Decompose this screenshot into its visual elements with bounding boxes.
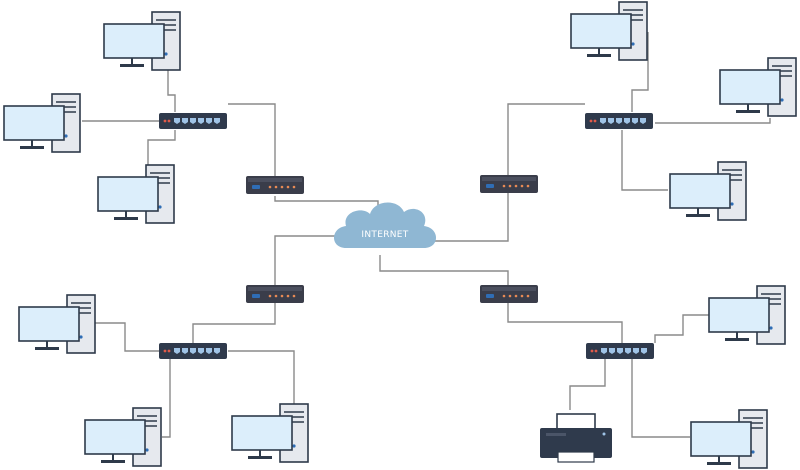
computer-tr-3[interactable]	[669, 161, 747, 221]
wire-router-br-switch-br	[507, 303, 623, 343]
wire-pc-tr2-switch-tr	[655, 118, 771, 124]
computer-bl-1[interactable]	[18, 294, 96, 354]
wires	[82, 32, 771, 438]
router-top-right[interactable]	[480, 175, 538, 193]
wire-router-bl-switch-bl	[192, 303, 276, 343]
wire-router-tl-cloud	[274, 196, 379, 212]
switch-bottom-left[interactable]	[159, 343, 227, 359]
router-bottom-left[interactable]	[246, 285, 304, 303]
switch-top-right[interactable]	[585, 113, 653, 129]
computer-br-2[interactable]	[690, 409, 768, 469]
wire-cloud-router-bl	[274, 235, 336, 285]
wire-pc-bl1-switch-bl	[95, 322, 159, 352]
wire-switch-tr-router-tr	[507, 103, 585, 175]
wire-router-tr-cloud	[434, 193, 509, 242]
internet-cloud: INTERNET	[334, 202, 436, 248]
computer-bl-3[interactable]	[231, 403, 309, 463]
wire-pc-tl1-switch-tl	[167, 68, 176, 112]
wire-cloud-router-br	[379, 255, 509, 285]
switch-top-left[interactable]	[159, 113, 227, 129]
wire-pc-br2-switch-br	[631, 359, 690, 438]
wire-switch-tl-router-tl	[228, 103, 276, 178]
computer-tl-2[interactable]	[3, 93, 81, 153]
wire-pc-br1-switch-br	[654, 314, 710, 343]
wire-pc-bl2-switch-bl	[162, 359, 171, 438]
wire-pc-bl3-switch-bl	[228, 350, 295, 404]
cloud-shape	[334, 202, 436, 248]
cloud-label: INTERNET	[361, 230, 408, 240]
wire-pc-tr1-switch-tr	[631, 32, 649, 112]
router-bottom-right[interactable]	[480, 285, 538, 303]
computer-tr-2[interactable]	[719, 57, 797, 117]
wire-pc-tr3-switch-tr	[621, 130, 668, 191]
wire-pc-tl3-switch-tl	[147, 130, 176, 165]
router-top-left[interactable]	[246, 176, 304, 194]
switch-bottom-right[interactable]	[586, 343, 654, 359]
computer-tl-3[interactable]	[97, 164, 175, 224]
computer-bl-2[interactable]	[84, 407, 162, 467]
computer-br-1[interactable]	[708, 285, 786, 345]
computer-tr-1[interactable]	[570, 1, 648, 61]
computer-tl-1[interactable]	[103, 11, 181, 71]
printer[interactable]	[540, 413, 612, 463]
wire-printer-switch-br	[569, 359, 606, 410]
